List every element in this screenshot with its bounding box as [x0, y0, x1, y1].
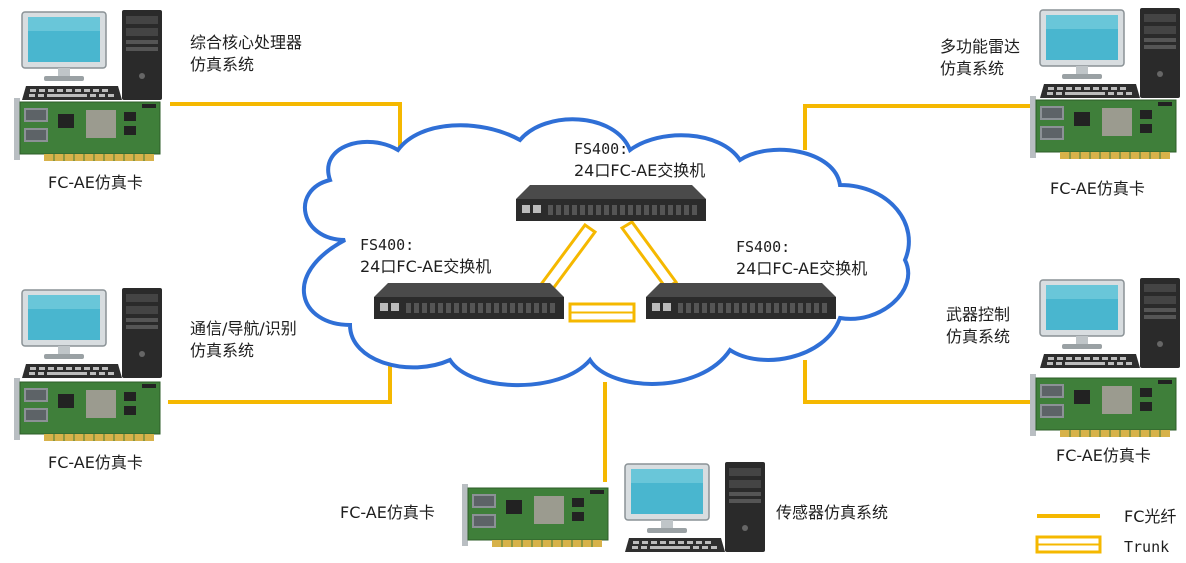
- fiber-top-left: [170, 102, 402, 150]
- label-top-left-card: FC-AE仿真卡: [48, 173, 143, 192]
- pci-card-icon: [461, 483, 609, 548]
- label-mid-right-card: FC-AE仿真卡: [1056, 446, 1151, 465]
- label-mid-left-system-1: 通信/导航/识别: [190, 319, 297, 338]
- label-switch-right-model: FS400:: [736, 238, 791, 256]
- computer-icon: [624, 461, 766, 553]
- legend: [1035, 514, 1102, 554]
- label-mid-right-system-2: 仿真系统: [946, 327, 1011, 346]
- legend-trunk-label: Trunk: [1124, 538, 1170, 556]
- label-top-right-system-1: 多功能雷达: [940, 37, 1021, 56]
- switch-icon: [374, 283, 564, 319]
- computer-icon: [21, 287, 163, 379]
- switch-icon: [516, 185, 706, 221]
- label-bottom-system: 传感器仿真系统: [776, 503, 889, 522]
- label-mid-left-system-2: 仿真系统: [190, 341, 255, 360]
- label-switch-right-desc: 24口FC-AE交换机: [736, 259, 868, 278]
- computer-icon: [21, 9, 163, 101]
- computer-icon: [1039, 7, 1181, 99]
- pci-card-icon: [1029, 373, 1177, 438]
- label-switch-left-model: FS400:: [360, 236, 415, 254]
- switch-right: [646, 283, 836, 319]
- fiber-mid-right: [803, 360, 1032, 404]
- label-mid-right-system-1: 武器控制: [946, 305, 1011, 324]
- switch-top: [516, 185, 706, 221]
- label-top-right-card: FC-AE仿真卡: [1050, 179, 1145, 198]
- switch-icon: [646, 283, 836, 319]
- fc-fiber-links: [168, 102, 1032, 482]
- label-bottom-card: FC-AE仿真卡: [340, 503, 435, 522]
- label-mid-left-card: FC-AE仿真卡: [48, 453, 143, 472]
- label-switch-left-desc: 24口FC-AE交换机: [360, 257, 492, 276]
- pci-card-icon: [13, 97, 161, 162]
- pci-card-icon: [1029, 95, 1177, 160]
- label-switch-top-model: FS400:: [574, 140, 629, 158]
- label-top-right-system-2: 仿真系统: [940, 59, 1005, 78]
- label-switch-top-desc: 24口FC-AE交换机: [574, 161, 706, 180]
- fiber-mid-left: [168, 365, 392, 404]
- computer-icon: [1039, 277, 1181, 369]
- switch-left: [374, 283, 564, 319]
- trunk-links: [539, 220, 679, 323]
- label-top-left-system-1: 综合核心处理器: [190, 33, 303, 52]
- label-top-left-system-2: 仿真系统: [190, 55, 255, 74]
- trunk-top-right: [619, 220, 679, 290]
- legend-fiber-label: FC光纤: [1124, 507, 1177, 526]
- pci-card-icon: [13, 377, 161, 442]
- fiber-top-right: [803, 104, 1032, 150]
